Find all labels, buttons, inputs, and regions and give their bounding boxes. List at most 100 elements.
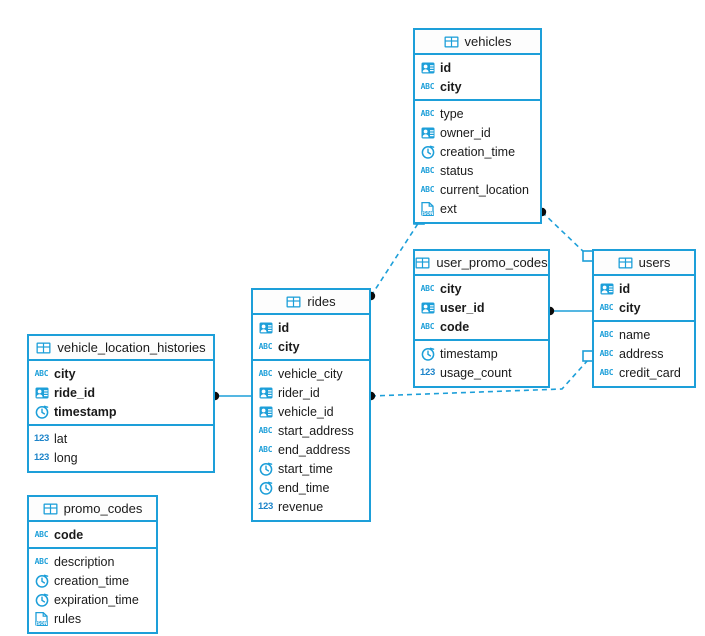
column-name: ride_id bbox=[54, 385, 95, 400]
key-icon bbox=[34, 386, 49, 400]
abc-icon: ABC bbox=[599, 329, 614, 339]
num-icon: 123 bbox=[34, 451, 49, 463]
column-name: owner_id bbox=[440, 125, 491, 140]
table-header[interactable]: users bbox=[594, 251, 694, 276]
column-name: creation_time bbox=[54, 573, 130, 588]
relationship-line-rides-to-vehicles bbox=[370, 221, 420, 297]
table-header[interactable]: vehicles bbox=[415, 30, 540, 55]
column-row[interactable]: JSON rules bbox=[29, 609, 156, 628]
json-icon: JSON bbox=[34, 611, 49, 626]
column-row[interactable]: creation_time bbox=[29, 571, 156, 590]
table-header[interactable]: vehicle_location_histories bbox=[29, 336, 213, 361]
column-name: city bbox=[440, 281, 462, 296]
column-row[interactable]: timestamp bbox=[415, 344, 548, 363]
column-name: lat bbox=[54, 431, 68, 446]
key-icon bbox=[420, 301, 435, 315]
column-row[interactable]: timestamp bbox=[29, 402, 213, 421]
table-header[interactable]: promo_codes bbox=[29, 497, 156, 522]
table-name: vehicle_location_histories bbox=[57, 340, 206, 355]
column-name: timestamp bbox=[440, 346, 498, 361]
key-icon bbox=[420, 126, 435, 140]
column-name: current_location bbox=[440, 182, 529, 197]
abc-icon: ABC bbox=[420, 321, 435, 331]
column-name: code bbox=[440, 319, 470, 334]
column-name: expiration_time bbox=[54, 592, 139, 607]
column-name: vehicle_city bbox=[278, 366, 343, 381]
column-row[interactable]: ABC name bbox=[594, 325, 694, 344]
column-name: rules bbox=[54, 611, 82, 626]
column-row[interactable]: creation_time bbox=[415, 142, 540, 161]
column-name: usage_count bbox=[440, 365, 512, 380]
column-name: name bbox=[619, 327, 651, 342]
table-name: vehicles bbox=[464, 34, 512, 49]
table-header[interactable]: user_promo_codes bbox=[415, 251, 548, 276]
column-name: city bbox=[278, 339, 300, 354]
table-icon bbox=[286, 295, 301, 309]
column-row[interactable]: vehicle_id bbox=[253, 402, 369, 421]
column-row[interactable]: 123 lat bbox=[29, 429, 213, 448]
column-row[interactable]: end_time bbox=[253, 478, 369, 497]
column-name: user_id bbox=[440, 300, 485, 315]
table-icon bbox=[444, 35, 459, 49]
clock-icon bbox=[258, 481, 273, 495]
table-name: promo_codes bbox=[63, 501, 143, 516]
abc-icon: ABC bbox=[599, 302, 614, 312]
svg-text:JSON: JSON bbox=[421, 210, 434, 215]
table-header[interactable]: rides bbox=[253, 290, 369, 315]
column-row[interactable]: user_id bbox=[415, 298, 548, 317]
column-row[interactable]: owner_id bbox=[415, 123, 540, 142]
table-name: user_promo_codes bbox=[436, 255, 548, 270]
column-row[interactable]: start_time bbox=[253, 459, 369, 478]
clock-icon bbox=[420, 347, 435, 361]
abc-icon: ABC bbox=[258, 444, 273, 454]
column-name: creation_time bbox=[440, 144, 516, 159]
abc-icon: ABC bbox=[599, 367, 614, 377]
column-name: city bbox=[440, 79, 462, 94]
column-row[interactable]: id bbox=[253, 318, 369, 337]
clock-icon bbox=[34, 405, 49, 419]
column-row[interactable]: id bbox=[415, 58, 540, 77]
table-icon bbox=[618, 256, 633, 270]
column-row[interactable]: id bbox=[594, 279, 694, 298]
num-icon: 123 bbox=[34, 432, 49, 444]
column-row[interactable]: ABC code bbox=[415, 317, 548, 336]
abc-icon: ABC bbox=[258, 425, 273, 435]
column-row[interactable]: rider_id bbox=[253, 383, 369, 402]
clock-icon bbox=[258, 462, 273, 476]
column-row[interactable]: ride_id bbox=[29, 383, 213, 402]
clock-icon bbox=[34, 593, 49, 607]
column-name: code bbox=[54, 527, 84, 542]
column-row[interactable]: expiration_time bbox=[29, 590, 156, 609]
